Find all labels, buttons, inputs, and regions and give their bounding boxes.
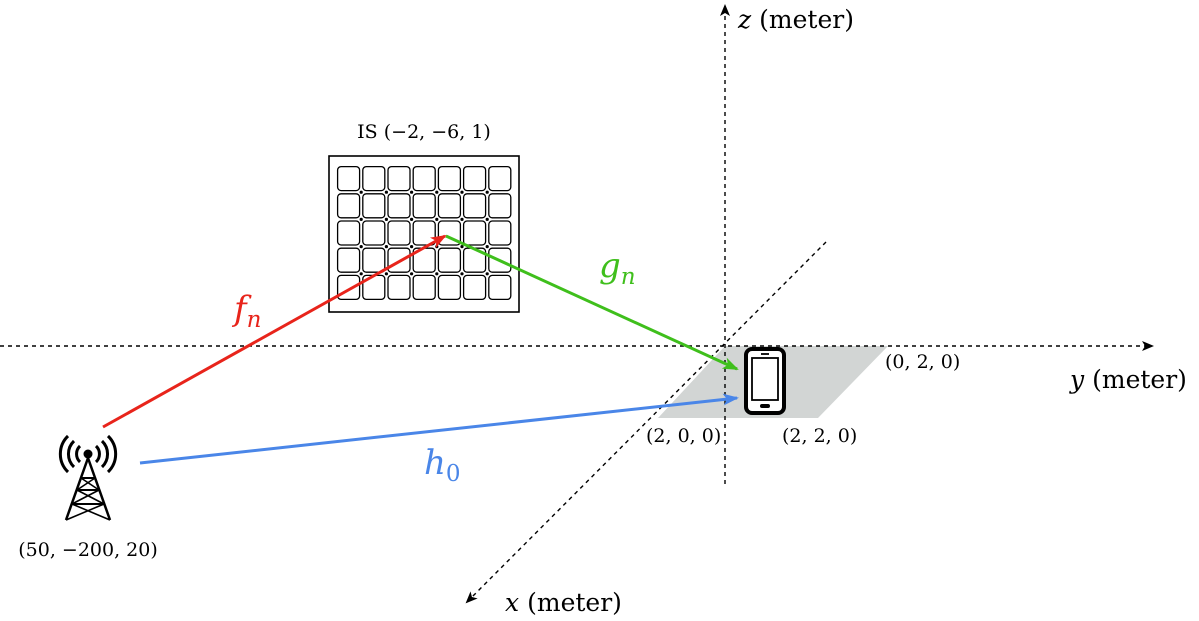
intelligent-surface bbox=[328, 155, 520, 313]
y-axis-label: y(meter) bbox=[1069, 365, 1187, 394]
surface-grid-dot bbox=[435, 217, 439, 221]
surface-cells bbox=[336, 165, 512, 301]
surface-element bbox=[336, 247, 361, 273]
surface-element bbox=[437, 274, 462, 301]
surface-element bbox=[462, 193, 487, 219]
smartphone-icon bbox=[744, 347, 786, 415]
z-axis-var: z bbox=[737, 5, 752, 34]
surface-element bbox=[362, 247, 386, 273]
surface-element bbox=[412, 165, 436, 192]
surface-element bbox=[387, 165, 411, 192]
surface-grid-dot bbox=[485, 190, 489, 194]
surface-element bbox=[437, 193, 462, 219]
surface-grid-dot bbox=[410, 272, 414, 276]
channel-h-label: h0 bbox=[424, 443, 461, 487]
surface-grid-dot bbox=[410, 217, 414, 221]
surface-grid-dot bbox=[384, 190, 388, 194]
x-axis-unit: (meter) bbox=[527, 588, 622, 617]
surface-element bbox=[412, 193, 436, 219]
z-axis-label: z(meter) bbox=[737, 5, 854, 34]
surface-element bbox=[336, 165, 361, 192]
corner-label-x2: (2, 2, 0) bbox=[782, 425, 857, 447]
surface-element bbox=[362, 193, 386, 219]
surface-grid-dot bbox=[460, 217, 464, 221]
surface-grid-dot bbox=[384, 272, 388, 276]
surface-element bbox=[437, 165, 462, 192]
surface-grid-dot bbox=[485, 217, 489, 221]
channel-h-symbol: h bbox=[424, 443, 446, 483]
surface-element bbox=[362, 165, 386, 192]
surface-element bbox=[412, 274, 436, 301]
channel-h-arrow bbox=[139, 393, 739, 465]
surface-grid-dot bbox=[384, 245, 388, 249]
surface-grid-dot bbox=[485, 272, 489, 276]
base-station-icon bbox=[58, 434, 118, 521]
channel-f-label: fn bbox=[231, 289, 261, 333]
y-axis-unit: (meter) bbox=[1092, 365, 1187, 394]
channel-g-arrow bbox=[445, 234, 739, 371]
x-axis-var: x bbox=[505, 588, 519, 617]
surface-element bbox=[488, 274, 512, 301]
surface-grid-dot bbox=[359, 217, 363, 221]
surface-element bbox=[412, 220, 436, 246]
surface-element bbox=[387, 220, 411, 246]
surface-grid-dot bbox=[460, 245, 464, 249]
surface-element bbox=[488, 165, 512, 192]
corner-label-origin: (2, 0, 0) bbox=[646, 425, 721, 447]
channel-f-arrow bbox=[102, 234, 447, 429]
surface-element bbox=[462, 165, 487, 192]
surface-element bbox=[488, 220, 512, 246]
surface-element bbox=[336, 220, 361, 246]
surface-grid-dot bbox=[359, 245, 363, 249]
surface-grid-dot bbox=[410, 245, 414, 249]
surface-element bbox=[462, 274, 487, 301]
surface-element bbox=[336, 193, 361, 219]
surface-element bbox=[387, 274, 411, 301]
channel-g-label: gn bbox=[599, 246, 636, 290]
surface-element bbox=[437, 247, 462, 273]
surface-element bbox=[462, 220, 487, 246]
surface-grid-dot bbox=[460, 272, 464, 276]
surface-grid-dot bbox=[410, 190, 414, 194]
surface-grid-dot bbox=[485, 245, 489, 249]
surface-grid-dot bbox=[359, 272, 363, 276]
corner-label-y: (0, 2, 0) bbox=[885, 351, 960, 373]
z-axis-unit: (meter) bbox=[759, 5, 854, 34]
surface-grid-dot bbox=[435, 245, 439, 249]
channel-h-subscript: 0 bbox=[446, 461, 461, 487]
y-axis-var: y bbox=[1069, 365, 1085, 394]
channel-g-symbol: g bbox=[599, 246, 621, 286]
surface-grid-dot bbox=[435, 190, 439, 194]
surface-element bbox=[387, 193, 411, 219]
surface-grid-dot bbox=[435, 272, 439, 276]
surface-label: IS (−2, −6, 1) bbox=[357, 121, 491, 143]
surface-grid-dot bbox=[460, 190, 464, 194]
surface-grid-dot bbox=[384, 217, 388, 221]
base-station-coords: (50, −200, 20) bbox=[18, 539, 158, 561]
channel-f-subscript: n bbox=[247, 307, 262, 333]
channel-g-subscript: n bbox=[621, 264, 636, 290]
surface-element bbox=[488, 193, 512, 219]
x-axis-label: x (meter) bbox=[505, 588, 622, 617]
surface-element bbox=[362, 220, 386, 246]
surface-grid-dot bbox=[359, 190, 363, 194]
